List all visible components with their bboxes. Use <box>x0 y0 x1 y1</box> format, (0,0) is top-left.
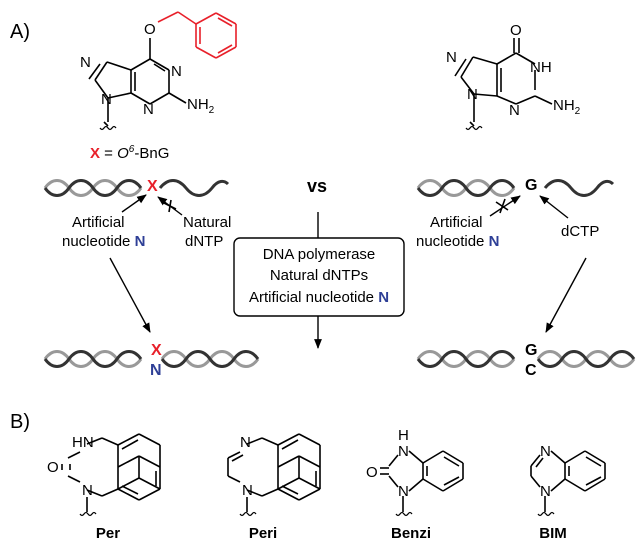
arrow-right-down <box>545 257 587 333</box>
left-artificial-label: Artificial <box>72 214 125 231</box>
g-template-top: G <box>525 177 537 194</box>
atom-nh1-right: NH <box>530 59 552 76</box>
arrow-artificial-to-x <box>121 194 147 213</box>
benzi-h: H <box>398 427 409 444</box>
x-template-bottom: X <box>151 342 162 359</box>
atom-n3-right: N <box>509 102 520 119</box>
panel-label-a: A) <box>10 21 30 43</box>
dna-helix-bottom-left-2 <box>160 350 260 368</box>
box-natural-dntps: Natural dNTPs <box>270 267 368 284</box>
compound-name-peri: Peri <box>249 525 277 542</box>
atom-n3-left: N <box>143 101 154 118</box>
bim-n-bottom: N <box>540 483 551 500</box>
per-n: N <box>82 482 93 499</box>
atom-n1-left: N <box>171 63 182 80</box>
blocked-mark-left <box>163 199 177 213</box>
dna-helix-bottom-right-1 <box>416 350 516 368</box>
g-template-bottom: G <box>525 342 537 359</box>
left-nucleotide-label: nucleotide N <box>62 233 145 250</box>
dna-helix-bottom-right-2 <box>536 350 636 368</box>
ssdna-top-right <box>543 179 615 197</box>
left-natural-label: Natural <box>183 214 231 231</box>
peri-structure <box>227 433 321 517</box>
arrow-left-down <box>109 257 151 333</box>
right-artificial-label: Artificial <box>430 214 483 231</box>
per-structure <box>61 433 161 517</box>
atom-n7-left: N <box>80 54 91 71</box>
per-hn: HN <box>72 434 94 451</box>
o6-benzylguanine-structure <box>88 38 187 131</box>
dna-helix-top-left <box>43 179 143 197</box>
atom-n9-right: N <box>467 86 478 103</box>
atom-o-bn: O <box>144 21 156 38</box>
benzi-structure <box>380 450 464 517</box>
guanine-structure <box>454 38 553 131</box>
box-artificial-nucleotide: Artificial nucleotide N <box>249 289 389 306</box>
box-polymerase: DNA polymerase <box>263 246 376 263</box>
atom-n9-left: N <box>101 91 112 108</box>
compound-name-per: Per <box>96 525 120 542</box>
arrow-dctp-to-g <box>539 195 569 219</box>
atom-n7-right: N <box>446 49 457 66</box>
benzi-n-top: N <box>398 443 409 460</box>
left-dntp-label: dNTP <box>185 233 223 250</box>
benzi-o: O <box>366 464 378 481</box>
vs-label: vs <box>307 176 327 196</box>
compound-name-bim: BIM <box>539 525 567 542</box>
amine-right: NH2 <box>553 97 581 117</box>
right-nucleotide-label: nucleotide N <box>416 233 499 250</box>
n-incorporated: N <box>150 362 162 379</box>
x-legend: X = O6-BnG <box>90 144 169 162</box>
dna-helix-bottom-left-1 <box>43 350 143 368</box>
arrow-artificial-to-g <box>489 195 521 217</box>
x-template-top: X <box>147 178 158 195</box>
peri-n-bottom: N <box>242 482 253 499</box>
right-dctp-label: dCTP <box>561 223 599 240</box>
panel-label-b: B) <box>10 411 30 433</box>
benzyl-group <box>157 11 237 59</box>
dna-helix-top-right <box>416 179 516 197</box>
c-incorporated: C <box>525 362 537 379</box>
ssdna-top-left <box>158 179 230 197</box>
per-o: O <box>47 459 59 476</box>
blocked-mark-right <box>495 198 509 214</box>
bim-n-top: N <box>540 443 551 460</box>
amine-left: NH2 <box>187 96 215 116</box>
reaction-conditions-box <box>233 237 405 317</box>
compound-name-benzi: Benzi <box>391 525 431 542</box>
benzi-n-bottom: N <box>398 483 409 500</box>
atom-o6-right: O <box>510 22 522 39</box>
peri-n-top: N <box>240 434 251 451</box>
bim-structure <box>530 450 606 517</box>
